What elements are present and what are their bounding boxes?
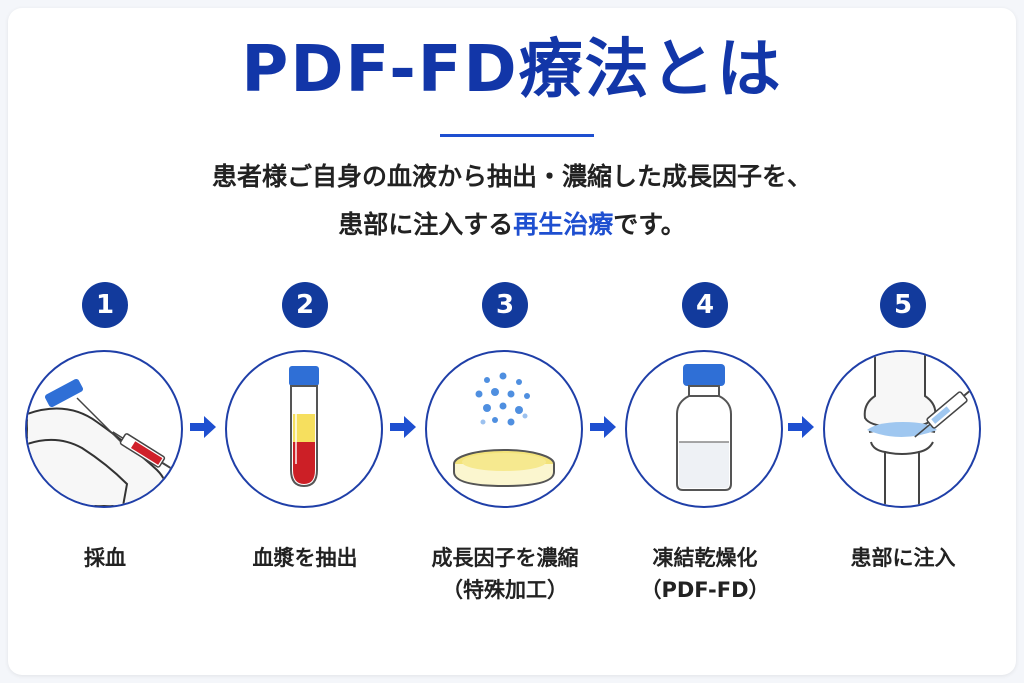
step-label: 成長因子を濃縮（特殊加工） (431, 546, 579, 602)
step-number-badge: 4 (682, 282, 728, 328)
step-label: 採血 (84, 546, 126, 570)
title-underline (440, 134, 594, 137)
knee-injection-icon (863, 352, 979, 506)
subtitle-line-2: 患部に注入する再生治療です。 (0, 208, 1024, 242)
step-illustration-circle (225, 350, 383, 508)
step-number-badge: 5 (880, 282, 926, 328)
step-number-badge: 1 (82, 282, 128, 328)
vial-icon (676, 364, 732, 491)
subtitle-text-before: 患部に注入する (338, 210, 514, 239)
step-number-badge: 2 (282, 282, 328, 328)
petri-dish-icon (453, 372, 555, 488)
step-number-badge: 3 (482, 282, 528, 328)
step-label: 血漿を抽出 (252, 546, 358, 570)
page-title: PDF-FD療法とは (241, 33, 783, 107)
step-illustration-circle (625, 350, 783, 508)
subtitle-text-after: です。 (613, 210, 686, 239)
test-tube-icon (289, 366, 319, 488)
subtitle-highlight: 再生治療 (513, 210, 614, 239)
step-label: 凍結乾燥化（PDF-FD） (640, 546, 770, 602)
step-illustration-circle (25, 350, 183, 508)
step-illustration-circle (823, 350, 981, 508)
subtitle-line-1: 患者様ご自身の血液から抽出・濃縮した成長因子を、 (211, 162, 812, 191)
step-label: 患部に注入 (850, 546, 956, 570)
content-card (8, 8, 1016, 675)
arrow-right-icon (788, 416, 814, 438)
step-illustration-circle (425, 350, 583, 508)
arrow-right-icon (190, 416, 216, 438)
blood-draw-arm-icon (27, 378, 173, 506)
arrow-right-icon (390, 416, 416, 438)
arrow-right-icon (590, 416, 616, 438)
